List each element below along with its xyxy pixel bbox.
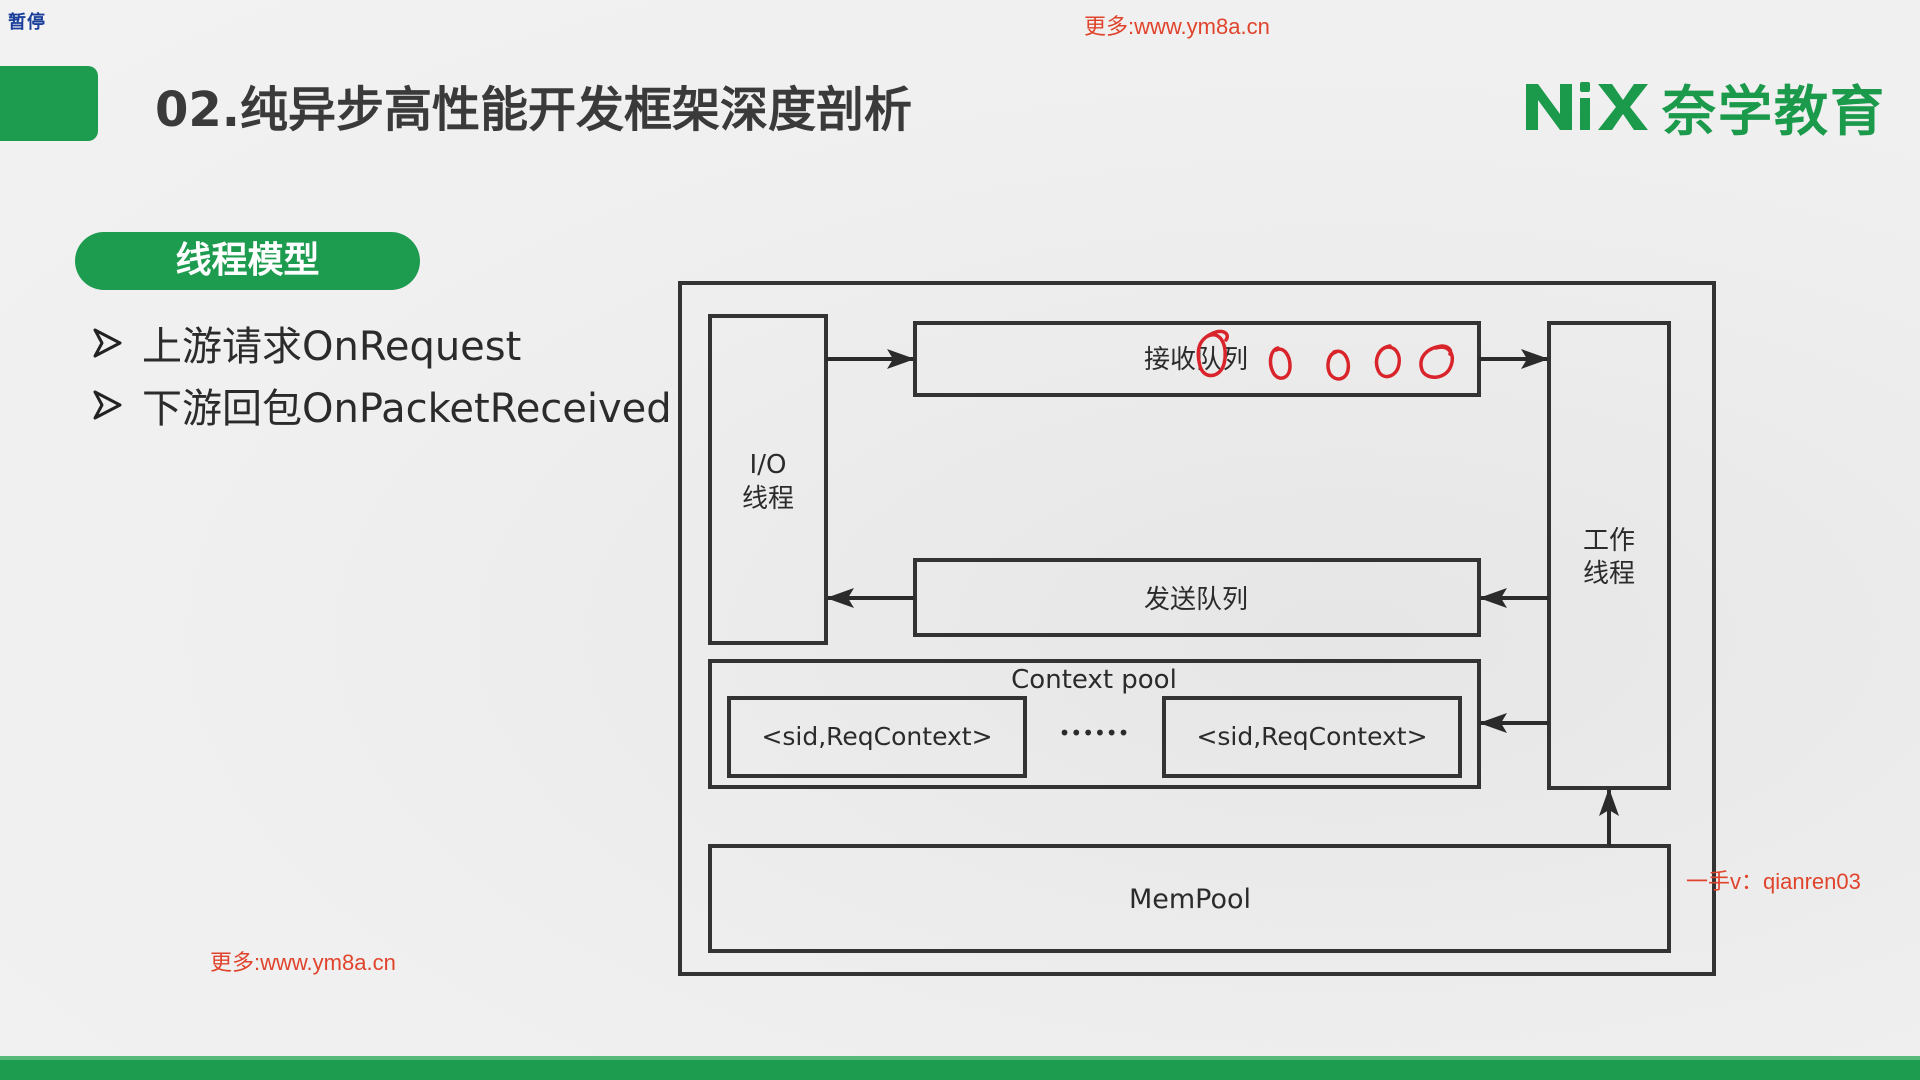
io-thread-label-line1: I/O [750,450,787,480]
context-entry-left-label: <sid,ReqContext> [761,722,992,751]
worker-thread-label-line1: 工作 [1583,526,1635,556]
diagram-frame [678,281,1716,976]
bullet-text: 上游请求OnRequest [142,324,522,370]
bullet-text: 下游回包OnPacketReceived [142,386,672,432]
logo-text: 奈学教育 [1662,79,1886,143]
bottom-accent-band [0,1056,1920,1080]
bullet-item: 上游请求OnRequest [90,312,672,374]
recv-queue-label: 接收队列 [1144,345,1248,375]
ink-loop-2 [1268,346,1292,380]
section-label: 线程模型 [75,232,420,290]
brand-logo: 奈学教育 [1520,74,1886,143]
nx-logo-icon [1526,82,1648,130]
mempool-box [708,844,1671,953]
watermark-bottom: 更多:www.ym8a.cn [210,950,396,975]
context-pool-title: Context pool [1011,665,1177,695]
send-queue-label: 发送队列 [1144,585,1248,615]
title-accent-bar [0,66,98,141]
context-ellipsis: •••••• [1059,721,1130,745]
context-entry-right [1162,696,1462,778]
io-thread-box [708,314,828,645]
handwritten-annotation [1196,329,1455,381]
pause-indicator[interactable]: 暂停 [8,12,46,33]
bullet-item: 下游回包OnPacketReceived [90,374,672,436]
ink-loop-3 [1326,349,1351,381]
bullet-list: 上游请求OnRequest 下游回包OnPacketReceived [90,312,672,436]
worker-thread-label-line2: 线程 [1583,559,1635,589]
watermark-top: 更多:www.ym8a.cn [1084,14,1270,39]
ink-loop-4 [1374,344,1401,379]
context-entry-right-label: <sid,ReqContext> [1196,722,1427,751]
page-title: 02.纯异步高性能开发框架深度剖析 [155,82,913,138]
watermark-side: 一手v：qianren03 [1686,869,1861,894]
mempool-label: MemPool [1129,884,1251,915]
context-entry-left [727,696,1027,778]
ink-loop-1 [1196,329,1229,378]
ink-loop-5 [1419,344,1455,379]
arrow-bullet-icon [93,390,122,420]
io-thread-label-line2: 线程 [742,484,794,514]
arrow-bullet-icon [93,328,122,358]
